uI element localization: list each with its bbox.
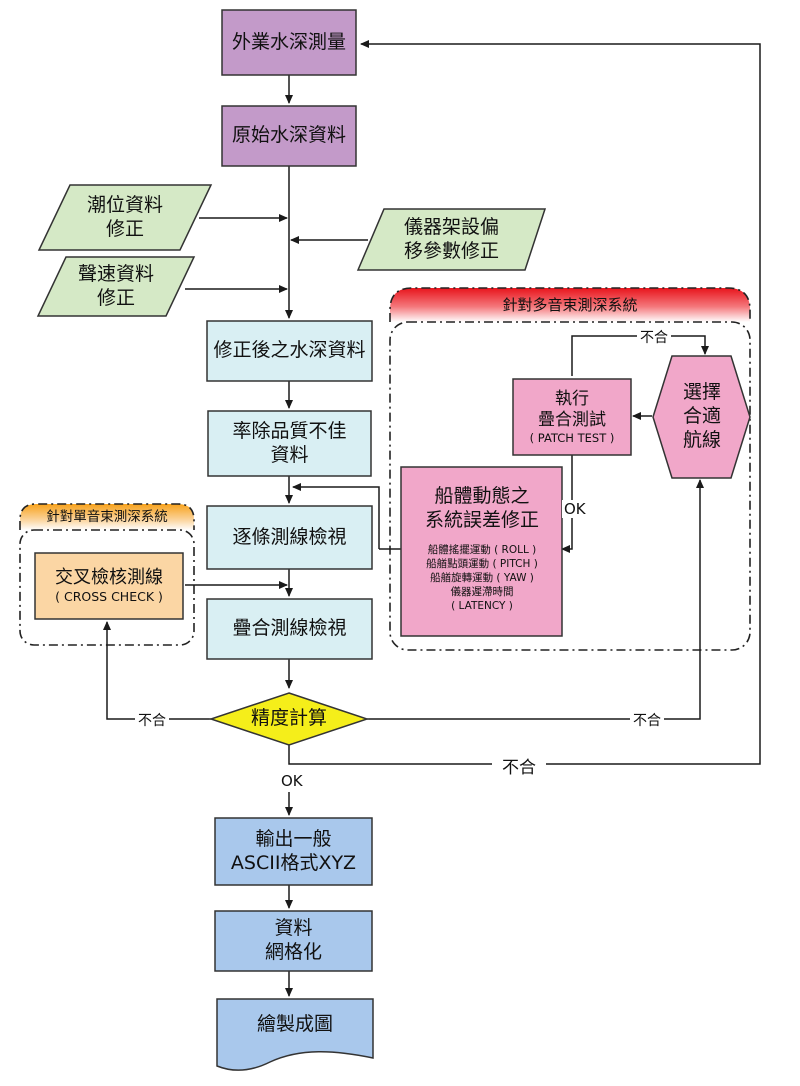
line-review-box (206, 505, 373, 570)
remove-poor-box (207, 410, 372, 477)
fail-label-top: 不合 (637, 327, 671, 347)
cross-check-box (34, 552, 184, 620)
corrected-data-box (206, 320, 373, 382)
output-ascii-box (214, 817, 373, 886)
fail-label-right: 不合 (630, 710, 664, 730)
ok-label-patch: OK (562, 500, 588, 518)
ok-label-output: OK (279, 772, 305, 790)
motion-correction-box (400, 466, 563, 637)
plotting-document-shape (216, 998, 374, 1071)
accuracy-diamond (208, 692, 370, 746)
offset-correction-shape (356, 208, 547, 271)
raw-data-box (221, 105, 357, 167)
field-survey-box (221, 9, 357, 76)
tide-correction-shape (37, 184, 213, 251)
patch-test-box (512, 378, 632, 456)
overlap-review-box (206, 598, 373, 660)
sound-velocity-shape (36, 256, 196, 317)
multibeam-group-frame (389, 287, 751, 651)
fail-label-bottom: 不合 (492, 753, 546, 778)
fail-label-left: 不合 (135, 710, 169, 730)
gridding-box (214, 910, 373, 972)
select-lines-shape (652, 355, 751, 479)
